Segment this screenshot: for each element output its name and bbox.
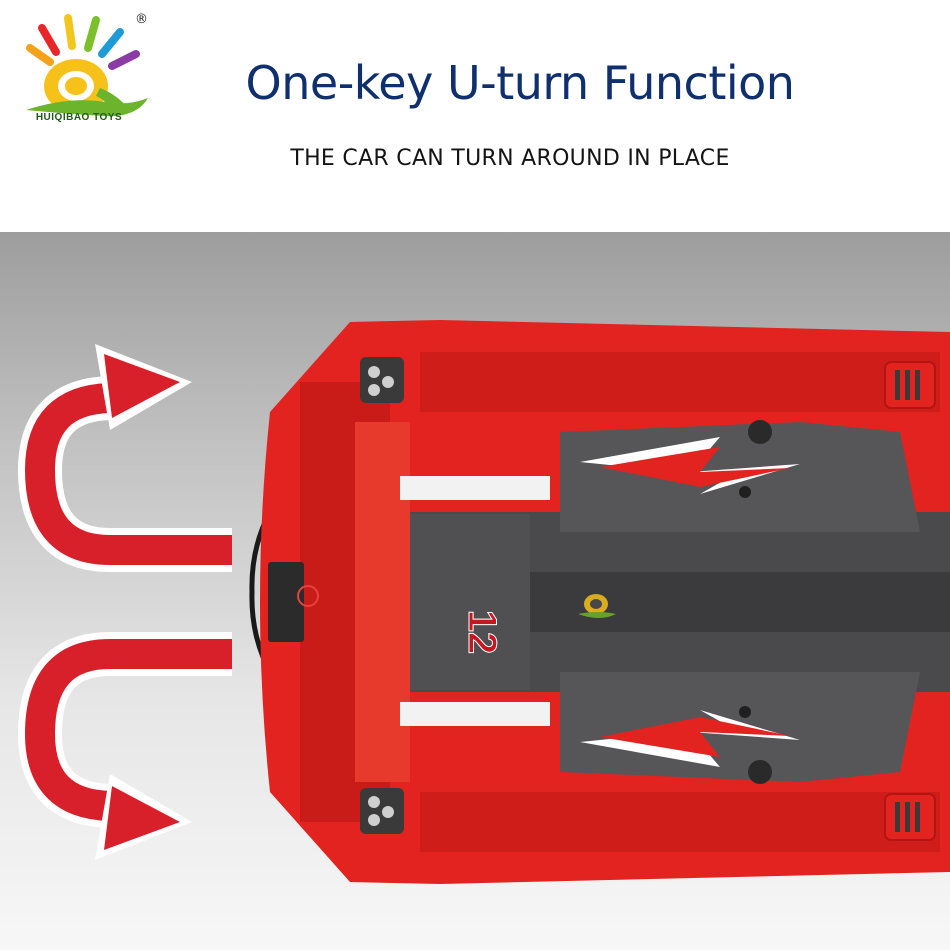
u-turn-arrow-top (18, 344, 232, 572)
side-vent-bottom (884, 793, 936, 841)
product-scene: 12 (0, 232, 950, 950)
header: ® HUIQIBAO TOYS One-key U-turn Function … (0, 0, 950, 232)
registered-mark: ® (135, 12, 148, 27)
race-car (249, 320, 950, 884)
watermark-logo-icon (578, 594, 616, 618)
car-illustration (18, 320, 950, 884)
page-title: One-key U-turn Function (245, 56, 795, 110)
huiqibao-logo (26, 14, 148, 117)
page-subtitle: THE CAR CAN TURN AROUND IN PLACE (290, 146, 730, 171)
headlight-top (360, 357, 404, 403)
brand-name: HUIQIBAO TOYS (35, 112, 123, 123)
side-vent-top (884, 361, 936, 409)
u-turn-arrow-bottom (18, 632, 232, 860)
headlight-bottom (360, 788, 404, 834)
car-number-badge: 12 (460, 609, 505, 655)
